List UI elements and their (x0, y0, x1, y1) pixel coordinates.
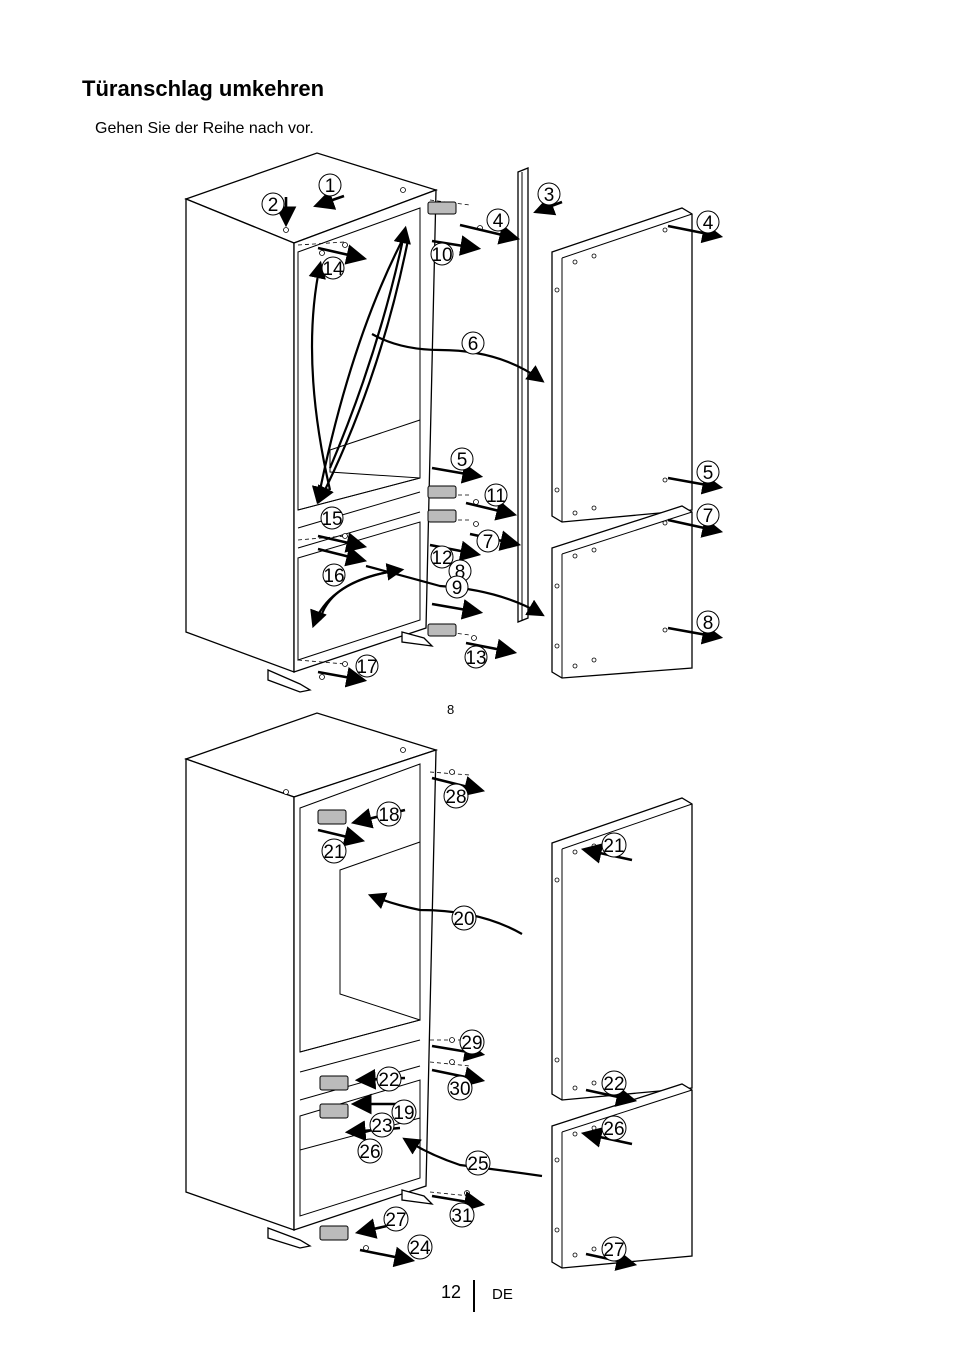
svg-text:6: 6 (468, 334, 479, 355)
callout-15: 15 (320, 506, 344, 530)
svg-text:7: 7 (703, 506, 714, 527)
top-upper-door (551, 207, 693, 523)
callout-21: 21 (321, 838, 347, 864)
callout-11: 11 (484, 483, 508, 507)
callout-2: 2 (261, 192, 285, 216)
svg-text:31: 31 (451, 1206, 472, 1227)
callout-9: 9 (445, 575, 469, 599)
callout-28: 28 (443, 783, 469, 809)
language-code: DE (492, 1286, 513, 1303)
page-title: Türanschlag umkehren (82, 76, 325, 101)
callout-27: 27 (383, 1206, 409, 1232)
callout-31: 31 (449, 1202, 475, 1228)
bottom-upper-door (551, 797, 693, 1101)
callout-20: 20 (451, 905, 477, 931)
callout-8-door: 8 (696, 610, 720, 634)
callout-21-door: 21 (601, 832, 627, 858)
svg-text:21: 21 (323, 842, 344, 863)
svg-text:16: 16 (323, 566, 344, 587)
svg-text:4: 4 (703, 213, 714, 234)
svg-text:17: 17 (356, 657, 377, 678)
svg-text:11: 11 (486, 486, 506, 507)
callout-17: 17 (355, 654, 379, 678)
svg-text:14: 14 (322, 259, 344, 280)
svg-text:22: 22 (378, 1070, 399, 1091)
instruction-text: Gehen Sie der Reihe nach vor. (95, 120, 314, 137)
svg-text:5: 5 (703, 463, 714, 484)
svg-text:27: 27 (385, 1210, 406, 1231)
callout-26-door: 26 (601, 1115, 627, 1141)
callout-30: 30 (447, 1075, 473, 1101)
callout-4-door: 4 (696, 210, 720, 234)
figure-caption: 8 (447, 702, 455, 717)
callout-25: 25 (465, 1150, 491, 1176)
top-lower-door (551, 505, 693, 679)
callout-18: 18 (376, 801, 402, 827)
svg-text:20: 20 (453, 909, 474, 930)
svg-text:30: 30 (449, 1079, 470, 1100)
svg-text:23: 23 (371, 1116, 392, 1137)
callout-10: 10 (430, 242, 454, 266)
bottom-cabinet (184, 712, 471, 1251)
callout-4: 4 (486, 208, 510, 232)
svg-text:1: 1 (325, 176, 336, 197)
svg-text:8: 8 (703, 613, 714, 634)
svg-text:3: 3 (544, 185, 555, 206)
callout-14: 14 (321, 256, 345, 280)
callout-7: 7 (476, 529, 500, 553)
svg-text:25: 25 (467, 1154, 488, 1175)
svg-text:12: 12 (431, 548, 452, 569)
callout-6: 6 (461, 331, 485, 355)
svg-text:29: 29 (461, 1033, 482, 1054)
svg-text:24: 24 (409, 1238, 431, 1259)
callout-29: 29 (459, 1029, 485, 1055)
svg-text:18: 18 (378, 805, 399, 826)
callout-27-door: 27 (601, 1236, 627, 1262)
callout-26: 26 (357, 1138, 383, 1164)
svg-text:7: 7 (483, 532, 494, 553)
footer-divider (473, 1280, 475, 1312)
svg-text:19: 19 (393, 1103, 414, 1124)
svg-text:27: 27 (603, 1240, 624, 1261)
callout-3: 3 (537, 182, 561, 206)
callout-22: 22 (376, 1066, 402, 1092)
svg-text:15: 15 (321, 509, 342, 530)
callout-23: 23 (369, 1112, 395, 1138)
callout-24: 24 (407, 1234, 433, 1260)
page-number: 12 (441, 1282, 462, 1302)
callout-16: 16 (322, 563, 346, 587)
svg-text:2: 2 (268, 195, 279, 216)
svg-text:8: 8 (455, 562, 466, 583)
svg-text:13: 13 (465, 648, 486, 669)
top-figure-arrows (275, 190, 724, 688)
callout-5-door: 5 (696, 460, 720, 484)
svg-text:28: 28 (445, 787, 466, 808)
callout-7-door: 7 (696, 503, 720, 527)
svg-text:26: 26 (603, 1119, 624, 1140)
door-strip (517, 167, 529, 623)
callout-19: 19 (391, 1099, 417, 1125)
svg-text:22: 22 (603, 1074, 624, 1095)
svg-text:5: 5 (457, 450, 468, 471)
callout-22-door: 22 (601, 1070, 627, 1096)
svg-text:21: 21 (603, 836, 624, 857)
top-cabinet (184, 152, 483, 693)
callout-5: 5 (450, 447, 474, 471)
svg-text:9: 9 (452, 578, 463, 599)
svg-text:26: 26 (359, 1142, 380, 1163)
callout-13: 13 (464, 645, 488, 669)
callout-1: 1 (318, 173, 342, 197)
svg-text:4: 4 (493, 211, 504, 232)
svg-text:10: 10 (431, 245, 452, 266)
callout-12: 12 (430, 545, 454, 569)
